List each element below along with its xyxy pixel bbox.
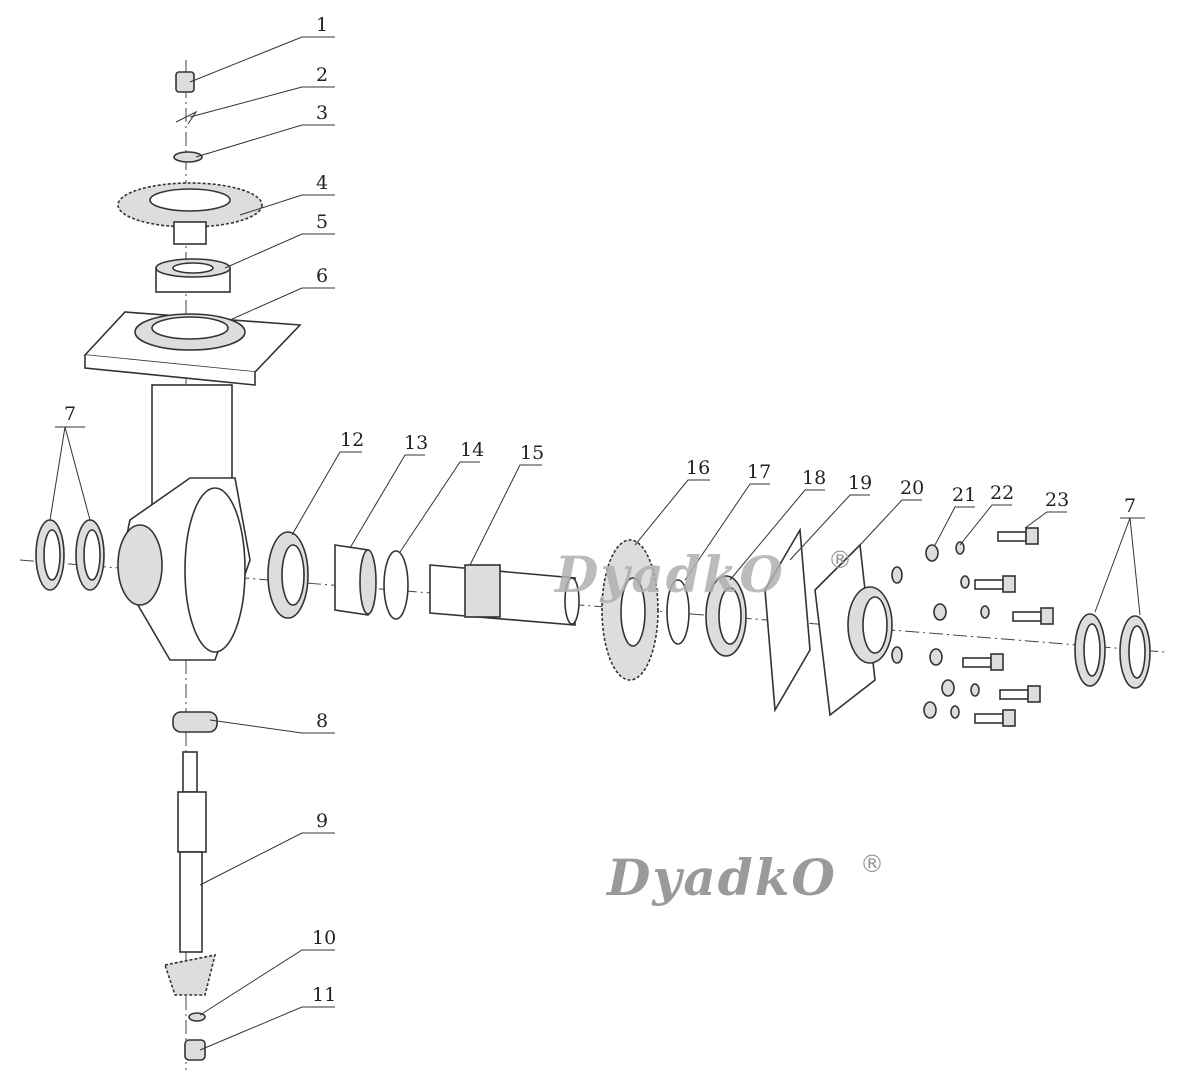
part-4-bevel-gear: [117, 182, 263, 245]
part-7-seals-left: [35, 519, 105, 591]
leader-lines: [49, 36, 1145, 1051]
part-17-ring: [666, 579, 690, 645]
label-23: 23: [1045, 489, 1069, 511]
watermark-text: DyadkO: [553, 545, 785, 604]
part-18-bearing: [705, 575, 747, 657]
part-23-bolts: [962, 527, 1054, 727]
part-20-cover: [814, 543, 903, 717]
label-8: 8: [316, 710, 328, 732]
watermark-logo: DyadkO ®: [605, 848, 884, 907]
label-5: 5: [316, 211, 328, 233]
part-5-bearing: [155, 258, 231, 293]
part-15-shaft: [429, 564, 580, 626]
label-7-left: 7: [64, 403, 76, 425]
watermark-logo-registered-mark: ®: [860, 850, 884, 878]
label-13: 13: [404, 432, 428, 454]
label-2: 2: [316, 64, 328, 86]
label-7-right: 7: [1124, 495, 1136, 517]
label-18: 18: [802, 467, 826, 489]
part-12-bearing: [267, 531, 309, 619]
label-4: 4: [316, 172, 328, 194]
label-20: 20: [900, 477, 924, 499]
label-22: 22: [990, 482, 1014, 504]
part-3-washer: [173, 151, 203, 163]
watermark: DyadkO ®: [553, 545, 852, 604]
part-8-seal: [172, 711, 218, 733]
label-6: 6: [316, 265, 328, 287]
label-14: 14: [460, 439, 484, 461]
label-1: 1: [316, 14, 328, 36]
watermark-logo-text: DyadkO: [605, 848, 837, 907]
part-labels: 1 2 3 4 5 6 7 8 9 10 11 12 13 14 15 16 1…: [64, 14, 1136, 1006]
part-13-spacer: [334, 544, 377, 616]
label-12: 12: [340, 429, 364, 451]
part-22-lock-washers: [950, 541, 990, 719]
label-10: 10: [312, 927, 336, 949]
watermark-registered-mark: ®: [828, 546, 852, 574]
part-1-nut: [175, 71, 195, 93]
label-19: 19: [848, 472, 872, 494]
label-11: 11: [312, 984, 336, 1006]
part-6-housing: [83, 311, 302, 661]
label-17: 17: [747, 461, 771, 483]
part-21-washers: [923, 544, 955, 719]
label-21: 21: [952, 484, 976, 506]
part-2-cotter-pin: [175, 110, 198, 125]
part-16-gear: [601, 539, 659, 681]
part-19-gasket: [764, 527, 811, 713]
label-3: 3: [316, 102, 328, 124]
label-16: 16: [686, 457, 710, 479]
part-7-seals-right: [1074, 613, 1151, 689]
label-9: 9: [316, 810, 328, 832]
part-9-pinion-shaft: [163, 751, 217, 996]
part-11-bolt: [184, 1039, 206, 1061]
part-10-washer: [188, 1012, 206, 1022]
label-15: 15: [520, 442, 544, 464]
part-14-ring: [383, 550, 409, 620]
